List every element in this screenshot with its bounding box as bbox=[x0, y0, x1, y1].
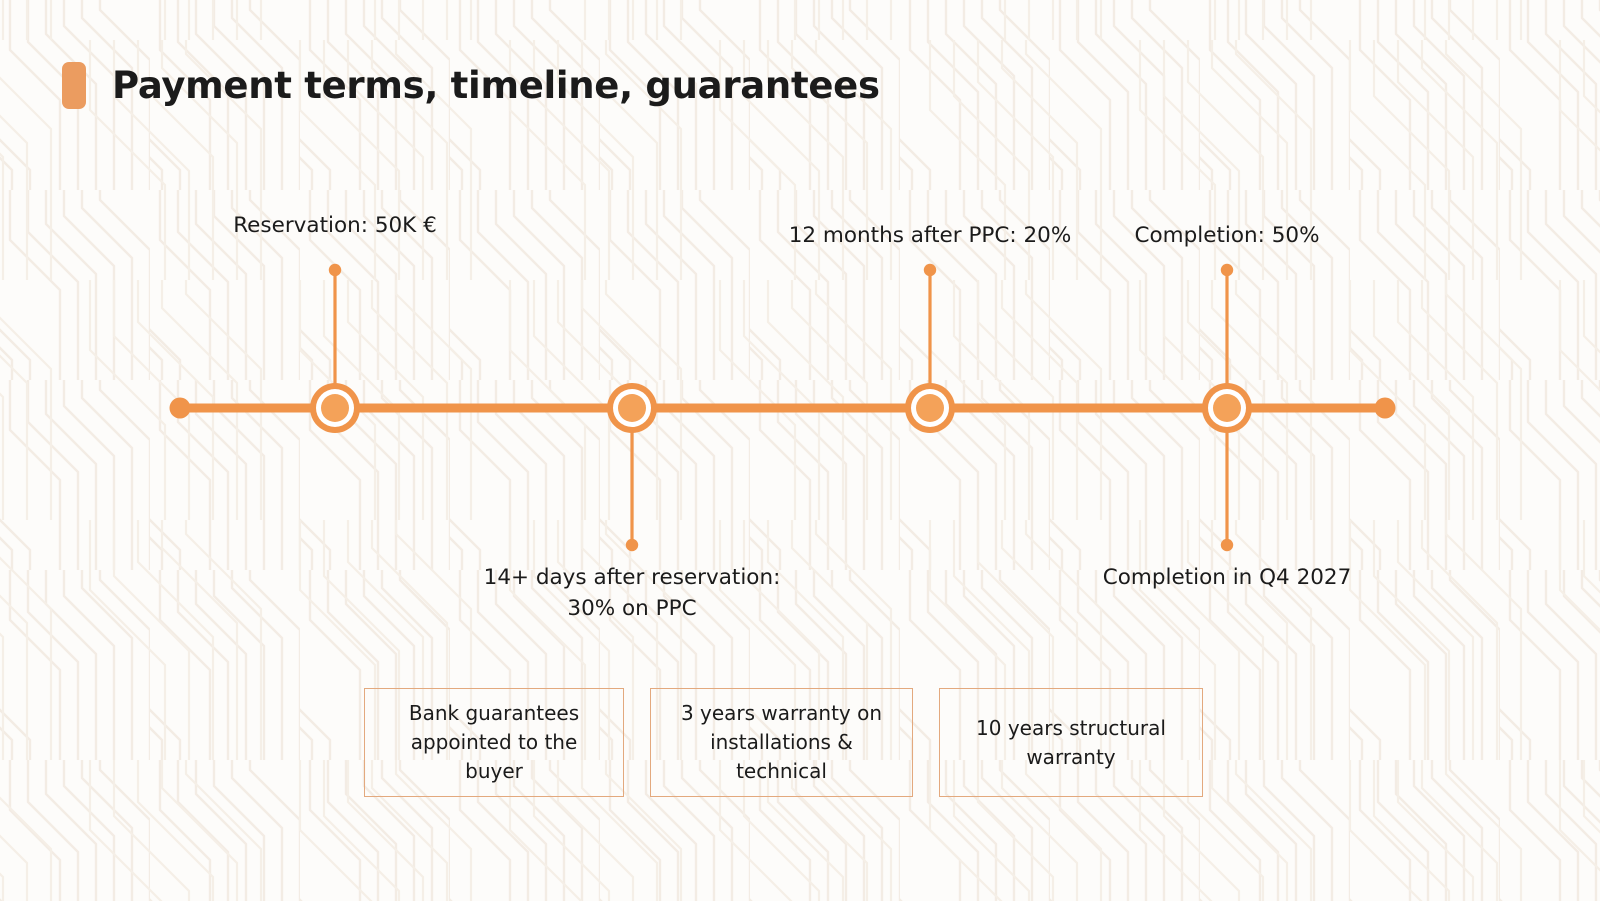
timeline-node-outer-ring-twelve-months-after-ppc bbox=[905, 383, 955, 433]
milestone-stem-dot-twelve-months-after-ppc bbox=[923, 263, 937, 277]
milestone-stem-dot-completion-date bbox=[1220, 538, 1234, 552]
timeline-node-x335 bbox=[310, 383, 360, 433]
timeline-node-gap-twelve-months-after-ppc bbox=[911, 389, 949, 427]
timeline-node-outer-ring-ppc-payment bbox=[607, 383, 657, 433]
page-title-text: Payment terms, timeline, guarantees bbox=[112, 64, 880, 107]
timeline-node-gap-reservation bbox=[316, 389, 354, 427]
milestone-stem-dot-reservation bbox=[328, 263, 342, 277]
timeline-end-cap bbox=[1374, 397, 1396, 419]
milestone-stem-dot-completion-payment bbox=[1220, 263, 1234, 277]
milestone-label-twelve-months-after-ppc: 12 months after PPC: 20% bbox=[788, 223, 1072, 248]
timeline-node-x930 bbox=[905, 383, 955, 433]
timeline-stems bbox=[328, 263, 1234, 552]
milestone-label-reservation: Reservation: 50K € bbox=[233, 213, 437, 238]
timeline-node-outer-ring-completion-payment bbox=[1202, 383, 1252, 433]
timeline-node-x1227 bbox=[1202, 383, 1252, 433]
guarantee-box-group: Bank guarantees appointed to the buyer 3… bbox=[364, 688, 1203, 797]
guarantee-box-structural-warranty: 10 years structural warranty bbox=[939, 688, 1203, 797]
timeline-node-core-twelve-months-after-ppc bbox=[916, 394, 944, 422]
guarantee-box-installations-warranty: 3 years warranty on installations & tech… bbox=[650, 688, 913, 797]
timeline-node-outer-ring-reservation bbox=[310, 383, 360, 433]
timeline-node-x632 bbox=[607, 383, 657, 433]
milestone-label-completion-payment: Completion: 50% bbox=[1134, 223, 1320, 248]
timeline-nodes bbox=[310, 383, 1252, 433]
page-title: Payment terms, timeline, guarantees bbox=[62, 62, 880, 109]
guarantee-box-bank-guarantees: Bank guarantees appointed to the buyer bbox=[364, 688, 624, 797]
timeline-node-gap-ppc-payment bbox=[613, 389, 651, 427]
milestone-label-completion-date: Completion in Q4 2027 bbox=[1102, 565, 1352, 590]
milestone-label-ppc-payment: 14+ days after reservation: 30% on PPC bbox=[483, 565, 781, 622]
timeline-node-core-reservation bbox=[321, 394, 349, 422]
milestone-stem-dot-ppc-payment bbox=[625, 538, 639, 552]
timeline-node-core-completion-payment bbox=[1213, 394, 1241, 422]
timeline-start-cap bbox=[169, 397, 191, 419]
timeline-node-gap-completion-payment bbox=[1208, 389, 1246, 427]
timeline-node-core-ppc-payment bbox=[618, 394, 646, 422]
title-accent-bar bbox=[62, 62, 86, 109]
timeline-axis bbox=[169, 397, 1396, 419]
